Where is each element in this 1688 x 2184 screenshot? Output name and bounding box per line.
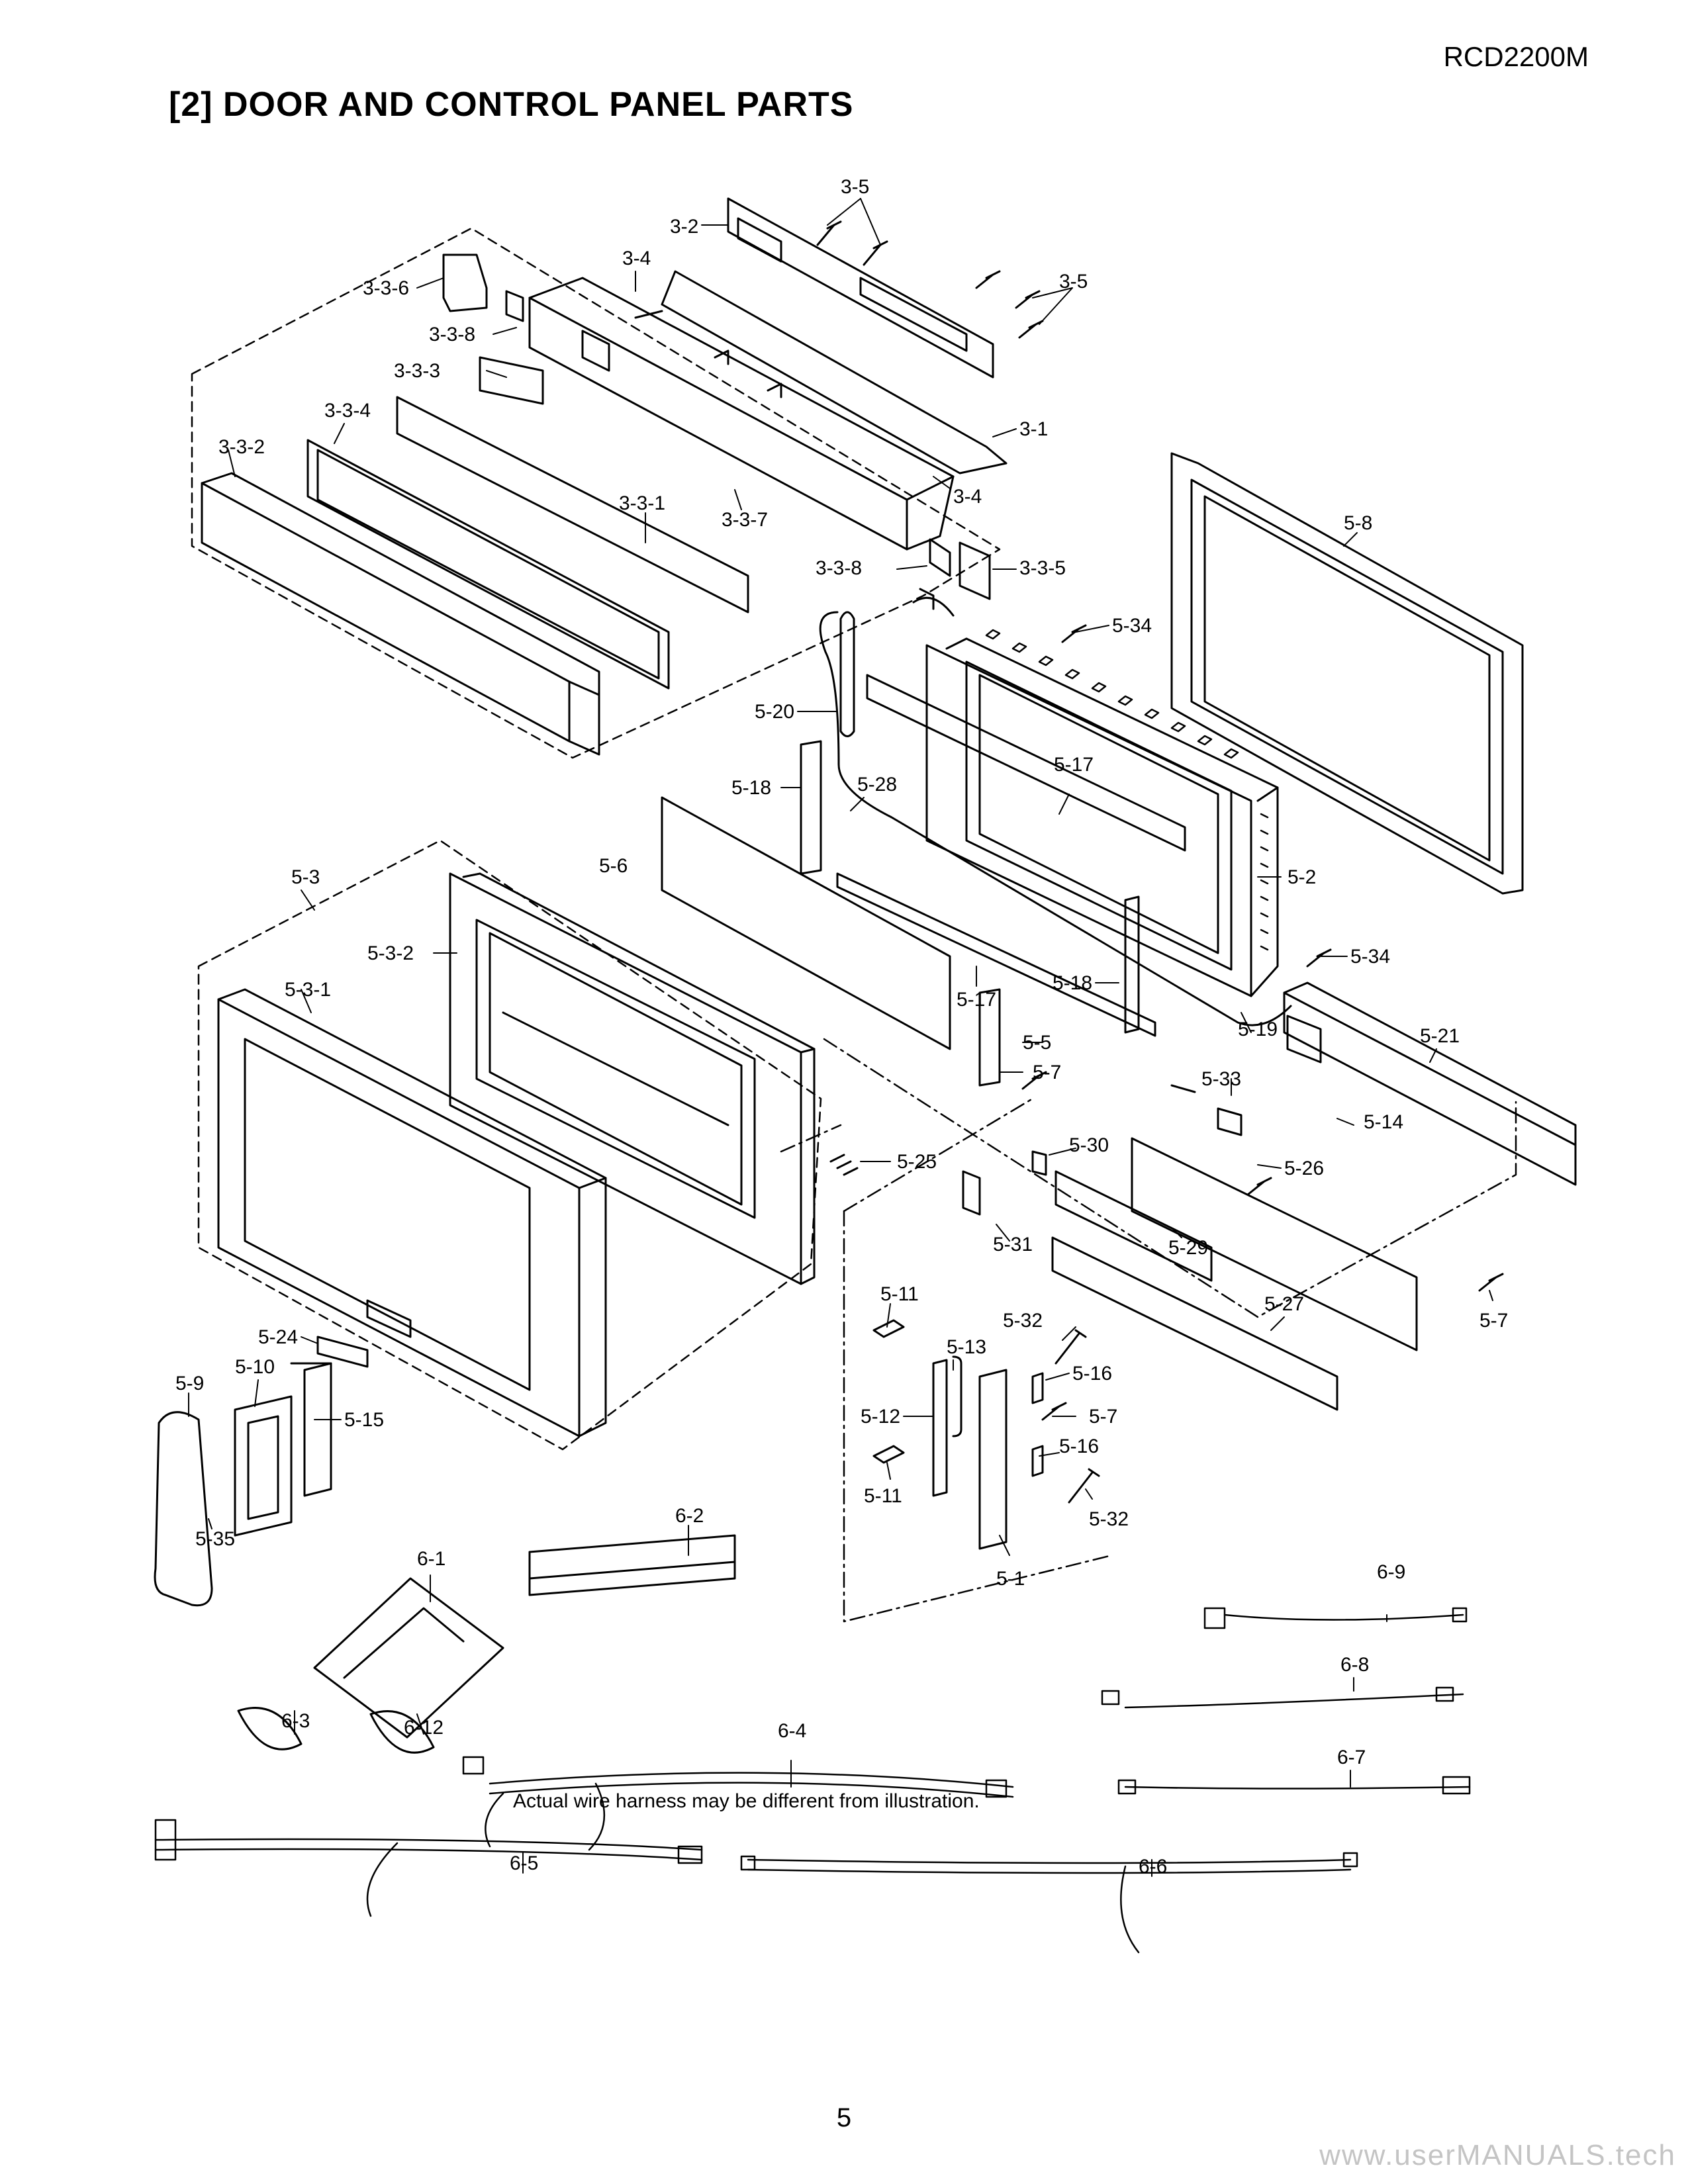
group-outlines xyxy=(191,227,1001,1451)
callout-5-12: 5-12 xyxy=(861,1406,900,1428)
callout-6-12: 6-12 xyxy=(404,1717,444,1739)
door-choke-assembly xyxy=(800,596,1292,1037)
callout-5-6: 5-6 xyxy=(599,855,628,877)
callout-5-11-bottom: 5-11 xyxy=(864,1485,902,1507)
callout-3-3-2: 3-3-2 xyxy=(218,436,265,458)
callout-6-8: 6-8 xyxy=(1340,1654,1369,1676)
door-glass-panel xyxy=(661,796,951,1050)
callout-5-8: 5-8 xyxy=(1344,512,1372,534)
callout-5-26: 5-26 xyxy=(1284,1158,1324,1179)
callout-3-2: 3-2 xyxy=(670,216,698,238)
callout-5-20: 5-20 xyxy=(755,701,794,723)
callout-3-3-8-bottom: 3-3-8 xyxy=(816,557,862,579)
callout-6-2: 6-2 xyxy=(675,1505,704,1527)
callout-5-35: 5-35 xyxy=(195,1528,235,1550)
callout-6-4: 6-4 xyxy=(778,1720,806,1742)
callout-5-5: 5-5 xyxy=(1023,1032,1051,1054)
callout-5-30: 5-30 xyxy=(1069,1134,1109,1156)
callout-5-34-right: 5-34 xyxy=(1350,946,1390,968)
callout-5-32-top: 5-32 xyxy=(1003,1310,1043,1332)
callout-5-18-right: 5-18 xyxy=(1053,972,1092,994)
door-front-assembly xyxy=(217,872,859,1437)
callout-5-13: 5-13 xyxy=(947,1336,986,1358)
callout-labels: 3-5 3-2 3-4 3-5 3-3-6 3-3-8 3-3-3 3-1 3-… xyxy=(175,176,1508,1878)
callout-3-3-5: 3-3-5 xyxy=(1019,557,1066,579)
callout-5-27: 5-27 xyxy=(1264,1293,1304,1315)
callout-6-1: 6-1 xyxy=(417,1548,445,1570)
callout-5-3-2: 5-3-2 xyxy=(367,942,414,964)
callout-5-7-right: 5-7 xyxy=(1479,1310,1508,1332)
callout-5-24: 5-24 xyxy=(258,1326,298,1348)
callout-5-16-bottom: 5-16 xyxy=(1059,1435,1099,1457)
callout-leader-lines xyxy=(188,198,1493,1877)
callout-5-15: 5-15 xyxy=(344,1409,384,1431)
callout-3-3-4: 3-3-4 xyxy=(324,400,371,422)
callout-3-3-8-top: 3-3-8 xyxy=(429,324,475,345)
wire-harnesses xyxy=(154,1607,1471,1954)
callout-6-5: 6-5 xyxy=(510,1852,538,1874)
callout-5-17-top: 5-17 xyxy=(1054,754,1094,776)
misc-parts xyxy=(237,1534,736,1754)
callout-6-9: 6-9 xyxy=(1377,1561,1405,1583)
callout-5-3: 5-3 xyxy=(291,866,320,888)
model-number: RCD2200M xyxy=(1443,41,1589,72)
dash-dot-leaders xyxy=(780,1038,1517,1623)
page-title: [2] DOOR AND CONTROL PANEL PARTS xyxy=(169,85,854,124)
callout-5-28: 5-28 xyxy=(857,774,897,796)
door-frame-part xyxy=(1170,452,1524,895)
callout-3-3-6: 3-3-6 xyxy=(363,277,409,299)
callout-5-29: 5-29 xyxy=(1168,1237,1208,1259)
callout-5-34-top: 5-34 xyxy=(1112,615,1152,637)
callout-5-7-middle: 5-7 xyxy=(1089,1406,1117,1428)
callout-5-17-bottom: 5-17 xyxy=(957,989,996,1011)
screws xyxy=(816,220,1504,1504)
callout-5-7-top: 5-7 xyxy=(1033,1062,1061,1083)
callout-6-3: 6-3 xyxy=(281,1710,310,1732)
callout-5-16-top: 5-16 xyxy=(1072,1363,1112,1385)
callout-5-1: 5-1 xyxy=(996,1568,1025,1590)
callout-6-7: 6-7 xyxy=(1337,1747,1366,1768)
callout-5-18-left: 5-18 xyxy=(731,777,771,799)
callout-3-5-right: 3-5 xyxy=(1059,271,1088,293)
callout-3-5-top: 3-5 xyxy=(841,176,869,198)
callout-3-3-7: 3-3-7 xyxy=(722,509,768,531)
callout-3-4-bottom: 3-4 xyxy=(953,486,982,508)
trim-and-latch-parts xyxy=(872,981,1577,1550)
control-panel-assembly xyxy=(201,197,1008,756)
harness-note: Actual wire harness may be different fro… xyxy=(513,1790,980,1812)
callout-5-11-top: 5-11 xyxy=(880,1283,919,1305)
callout-3-3-3: 3-3-3 xyxy=(394,360,440,382)
callout-5-2: 5-2 xyxy=(1288,866,1316,888)
door-handle-parts xyxy=(154,1362,332,1607)
callout-3-4-top: 3-4 xyxy=(622,248,651,269)
callout-3-1: 3-1 xyxy=(1019,418,1048,440)
callout-5-14: 5-14 xyxy=(1364,1111,1403,1133)
callout-5-33: 5-33 xyxy=(1201,1068,1241,1090)
callout-5-21: 5-21 xyxy=(1420,1025,1460,1047)
callout-5-10: 5-10 xyxy=(235,1356,275,1378)
watermark: www.userMANUALS.tech xyxy=(1319,2139,1676,2171)
callout-5-32-bottom: 5-32 xyxy=(1089,1508,1129,1530)
callout-5-31: 5-31 xyxy=(993,1234,1033,1255)
page-number: 5 xyxy=(836,2103,852,2132)
callout-3-3-1: 3-3-1 xyxy=(619,492,665,514)
callout-5-25: 5-25 xyxy=(897,1151,937,1173)
callout-5-9: 5-9 xyxy=(175,1373,204,1394)
callout-6-6: 6-6 xyxy=(1139,1856,1167,1878)
callout-5-3-1: 5-3-1 xyxy=(285,979,331,1001)
callout-5-19: 5-19 xyxy=(1238,1019,1278,1040)
